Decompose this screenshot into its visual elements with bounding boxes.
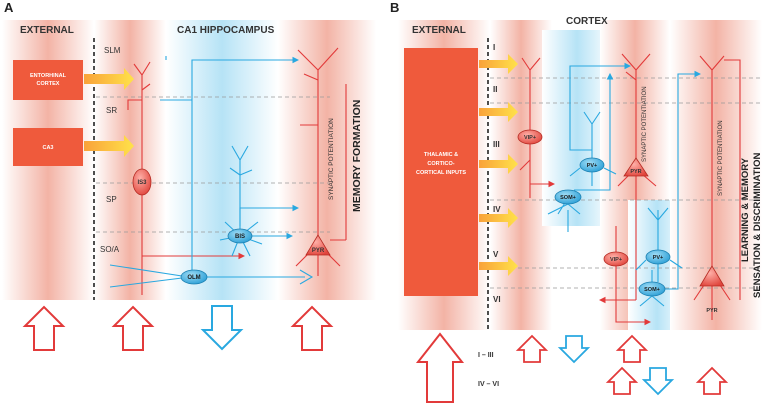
up-arrow [111, 305, 155, 351]
input-arrow [479, 102, 518, 122]
panel-a: A EXTERNAL CA1 HIPPOCAMPUS SLM SR SP SO/… [2, 0, 376, 351]
vip-label-lower: VIP+ [610, 257, 622, 263]
som-soma-lower [638, 281, 666, 297]
input-arrow [479, 256, 518, 276]
bottom-label-iv-vi: IV – VI [478, 381, 499, 388]
layer-label-sr: SR [106, 106, 117, 115]
pyr-label-a: PYR [312, 248, 325, 254]
som-neuron-upper [547, 72, 614, 232]
entorhinal-label: ENTORHINAL [30, 73, 67, 79]
vip-soma-upper [517, 129, 543, 145]
pv-soma-lower [645, 249, 671, 265]
som-soma-upper [554, 189, 582, 205]
up-arrow-large [415, 332, 465, 403]
up-arrow [22, 305, 66, 351]
entorhinal-cortex-box [13, 60, 83, 100]
olm-neuron [109, 56, 314, 288]
som-label-lower: SOM+ [644, 287, 660, 293]
pv-label-upper: PV+ [587, 163, 598, 169]
pyr-neuron-lower [693, 55, 741, 320]
som-label-upper: SOM+ [560, 195, 576, 201]
pyr-neuron-upper [598, 53, 657, 304]
layer-iii: III [493, 140, 500, 149]
up-arrow [290, 305, 334, 351]
pyr-soma-lower [699, 265, 725, 287]
pv-neuron-lower [635, 207, 683, 282]
vip-neuron-lower [615, 226, 650, 322]
panel-a-external-label: EXTERNAL [20, 25, 74, 36]
layer-v: V [493, 250, 499, 259]
input-arrow [84, 135, 134, 157]
sensation-discrimination-label: SENSATION & DISCRIMINATION [752, 153, 763, 298]
panel-b-title: CORTEX [566, 16, 608, 27]
down-arrow [557, 335, 591, 364]
input-arrow [479, 208, 518, 228]
thalamic-line-2: CORTICO- [427, 161, 454, 167]
thalamic-line-3: CORTICAL INPUTS [416, 170, 466, 176]
bottom-label-i-iii: I – III [478, 352, 494, 359]
input-arrow [479, 154, 518, 174]
olm-label: OLM [187, 275, 200, 281]
down-arrow [641, 367, 675, 396]
panel-a-letter: A [4, 0, 14, 15]
down-arrow [200, 305, 244, 351]
cortex-label: CORTEX [37, 81, 60, 87]
pyr-soma-a [305, 234, 331, 256]
up-arrow [695, 366, 729, 395]
thalamic-input-box [404, 48, 478, 296]
synaptic-potentiation-b1: SYNAPTIC POTENTIATION [642, 86, 648, 162]
pyr-soma-upper [623, 157, 649, 177]
bis-label: BIS [235, 234, 245, 240]
layer-iv: IV [493, 205, 501, 214]
pyr-label-lower: PYR [706, 308, 717, 314]
pv-neuron-upper [569, 62, 632, 186]
vip-neuron-upper [519, 57, 554, 198]
synaptic-potentiation-a: SYNAPTIC POTENTIATION [328, 118, 335, 200]
is3-band [94, 20, 166, 300]
vip-soma-lower [603, 251, 629, 267]
input-arrow [479, 54, 518, 74]
layer-vi: VI [493, 295, 501, 304]
ca3-label: CA3 [42, 145, 53, 151]
panel-b-external-label: EXTERNAL [412, 25, 466, 36]
pv-soma-upper [579, 157, 605, 173]
learning-memory-label: LEARNING & MEMORY [740, 157, 751, 262]
panel-b: B EXTERNAL CORTEX I II III IV V VI THALA… [390, 0, 763, 403]
ca3-box [13, 128, 83, 166]
memory-formation-label: MEMORY FORMATION [351, 100, 363, 212]
som-neuron-lower [639, 70, 702, 307]
interneuron-band [166, 20, 278, 300]
is3-label: IS3 [137, 180, 147, 186]
layer-i: I [493, 43, 495, 52]
is3-soma [132, 168, 152, 196]
layer-label-slm: SLM [104, 46, 121, 55]
layer-label-soa: SO/A [100, 245, 120, 254]
pyr-label-upper: PYR [630, 169, 641, 175]
input-arrow [84, 68, 134, 90]
bis-soma [227, 228, 253, 244]
up-arrow [515, 334, 549, 363]
thalamic-line-1: THALAMIC & [424, 152, 458, 158]
panel-a-title: CA1 HIPPOCAMPUS [177, 25, 275, 36]
layer-ii: II [493, 85, 497, 94]
layer-label-sp: SP [106, 195, 117, 204]
b-vip-band [490, 20, 552, 330]
synaptic-potentiation-b2: SYNAPTIC POTENTIATION [718, 120, 724, 196]
olm-soma [180, 269, 208, 285]
up-arrow [615, 334, 649, 363]
pv-label-lower: PV+ [653, 255, 664, 261]
vip-label-upper: VIP+ [524, 135, 536, 141]
pyr-neuron-a [295, 47, 347, 276]
is3-neuron [127, 61, 246, 295]
up-arrow [605, 366, 639, 395]
panel-b-letter: B [390, 0, 399, 15]
